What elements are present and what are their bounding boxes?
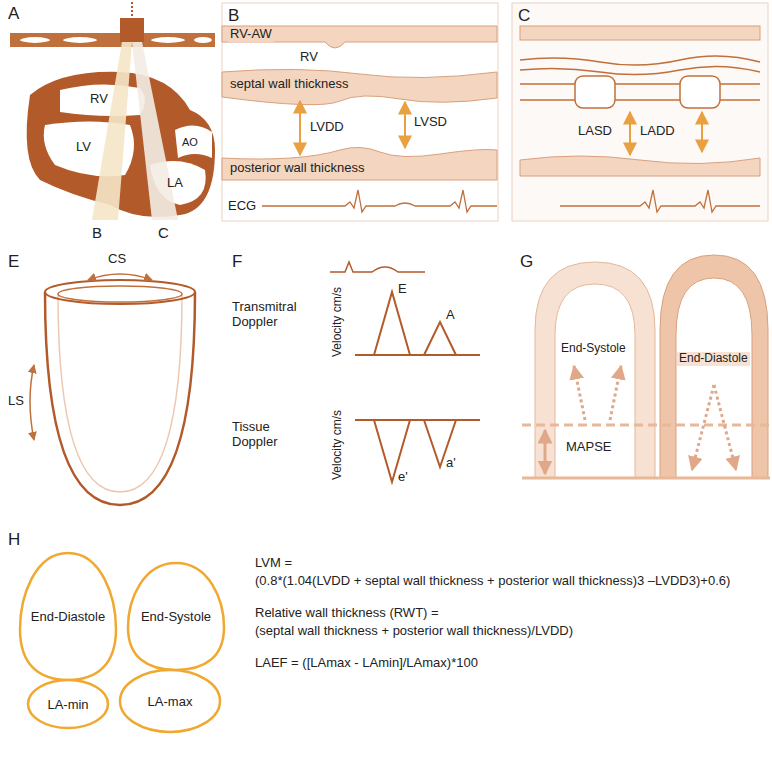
shape-label: End-Systole bbox=[141, 609, 211, 624]
wave-label: A bbox=[446, 308, 455, 323]
dimension-label: LVSD bbox=[414, 115, 447, 130]
beam-label: B bbox=[92, 224, 102, 241]
panel-letter: G bbox=[520, 252, 533, 272]
formula-label: Relative wall thickness (RWT) = bbox=[255, 606, 439, 621]
strain-label: LS bbox=[8, 394, 24, 409]
structure-label: septal wall thickness bbox=[228, 77, 351, 92]
panel-letter: E bbox=[8, 252, 19, 272]
phase-label: End-Diastole bbox=[677, 352, 750, 366]
panel-letter: A bbox=[8, 4, 19, 24]
m-mode-lv bbox=[222, 3, 498, 221]
shape-label: LA-max bbox=[148, 694, 193, 709]
wave-label: E bbox=[398, 282, 407, 297]
formula-label: LAEF = ([LAmax - LAmin]/LAmax)*100 bbox=[255, 656, 478, 671]
mapse-arches bbox=[522, 255, 770, 478]
dimension-label: MAPSE bbox=[566, 440, 612, 455]
strain-ventricle bbox=[30, 274, 195, 505]
dimension-label: LVDD bbox=[310, 120, 344, 135]
panel-letter: H bbox=[8, 530, 20, 550]
chamber-label: LV bbox=[76, 140, 91, 155]
axis-label: Velocity cm/s bbox=[331, 287, 345, 357]
structure-label: posterior wall thickness bbox=[228, 161, 366, 176]
chamber-label: AO bbox=[182, 136, 198, 149]
m-mode-la bbox=[512, 3, 768, 221]
heart-illustration bbox=[10, 2, 215, 220]
formula-label: (0.8*(1.04(LVDD + septal wall thickness … bbox=[255, 574, 730, 589]
trace-label: Tissue Doppler bbox=[232, 420, 317, 450]
shape-label: LA-min bbox=[47, 697, 88, 712]
dimension-label: LADD bbox=[640, 124, 675, 139]
atrium-outline: LA-max bbox=[120, 670, 220, 732]
panel-letter: C bbox=[518, 6, 530, 26]
structure-label: RV bbox=[300, 50, 318, 65]
wave-label: a' bbox=[446, 456, 456, 471]
atrium-outline: LA-min bbox=[28, 680, 108, 728]
beam-label: C bbox=[158, 224, 169, 241]
formula-label: LVM = bbox=[255, 556, 292, 571]
structure-label: RV-AW bbox=[228, 27, 274, 42]
strain-label: CS bbox=[108, 252, 126, 267]
chamber-label: RV bbox=[90, 92, 108, 107]
formula-label: (septal wall thickness + posterior wall … bbox=[255, 624, 573, 639]
axis-label: Velocity cm/s bbox=[331, 410, 345, 480]
ventricle-outline: End-Diastole bbox=[20, 553, 116, 680]
phase-label: End-Systole bbox=[561, 342, 626, 356]
wave-label: e' bbox=[398, 470, 408, 485]
shape-label: End-Diastole bbox=[31, 609, 105, 624]
doppler-traces bbox=[330, 262, 480, 482]
ventricle-outline: End-Systole bbox=[128, 563, 224, 670]
dimension-label: LASD bbox=[578, 124, 612, 139]
trace-label: Transmitral Doppler bbox=[232, 300, 317, 330]
chamber-label: LA bbox=[167, 176, 183, 191]
signal-label: ECG bbox=[228, 199, 256, 214]
panel-letter: B bbox=[228, 6, 239, 26]
panel-letter: F bbox=[232, 252, 242, 272]
